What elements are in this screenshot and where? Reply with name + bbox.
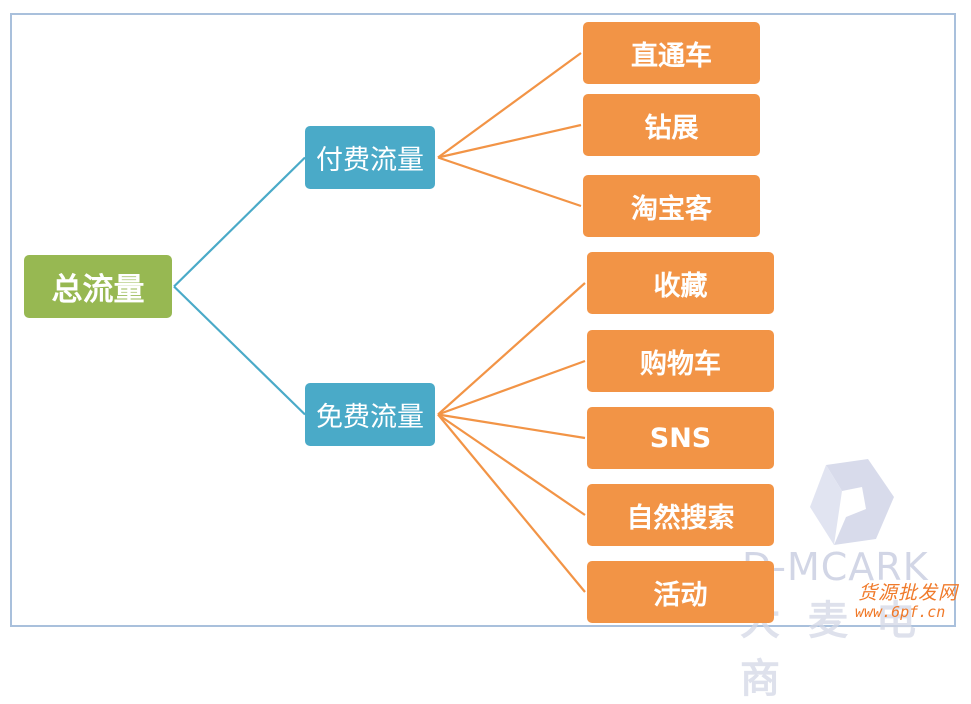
leaf-link <box>437 413 586 516</box>
leaf-link <box>437 52 582 159</box>
node-paid-leaf: 钻展 <box>583 94 760 156</box>
node-paid-traffic: 付费流量 <box>305 126 435 189</box>
node-free-traffic: 免费流量 <box>305 383 435 446</box>
diagram-frame <box>10 13 956 627</box>
watermark-site-name: 货源批发网 <box>858 582 959 604</box>
node-paid-leaf: 直通车 <box>583 22 760 84</box>
node-free-leaf: 活动 <box>587 561 774 623</box>
node-free-leaf: 自然搜索 <box>587 484 774 546</box>
branch-link <box>173 156 306 288</box>
node-free-leaf: 购物车 <box>587 330 774 392</box>
leaf-link <box>437 359 586 416</box>
connector-lines <box>173 52 586 593</box>
node-paid-leaf: 淘宝客 <box>583 175 760 237</box>
node-free-leaf: SNS <box>587 407 774 469</box>
leaf-link <box>437 413 586 593</box>
branch-link <box>173 285 306 416</box>
leaf-link <box>437 123 582 159</box>
node-free-leaf: 收藏 <box>587 252 774 314</box>
leaf-link <box>437 413 586 440</box>
dmcark-logo-icon <box>810 459 894 545</box>
leaf-link <box>437 156 582 208</box>
leaf-link <box>437 282 586 416</box>
watermark-site-url: www.6pf.cn <box>855 603 946 621</box>
node-total-traffic: 总流量 <box>24 255 172 318</box>
